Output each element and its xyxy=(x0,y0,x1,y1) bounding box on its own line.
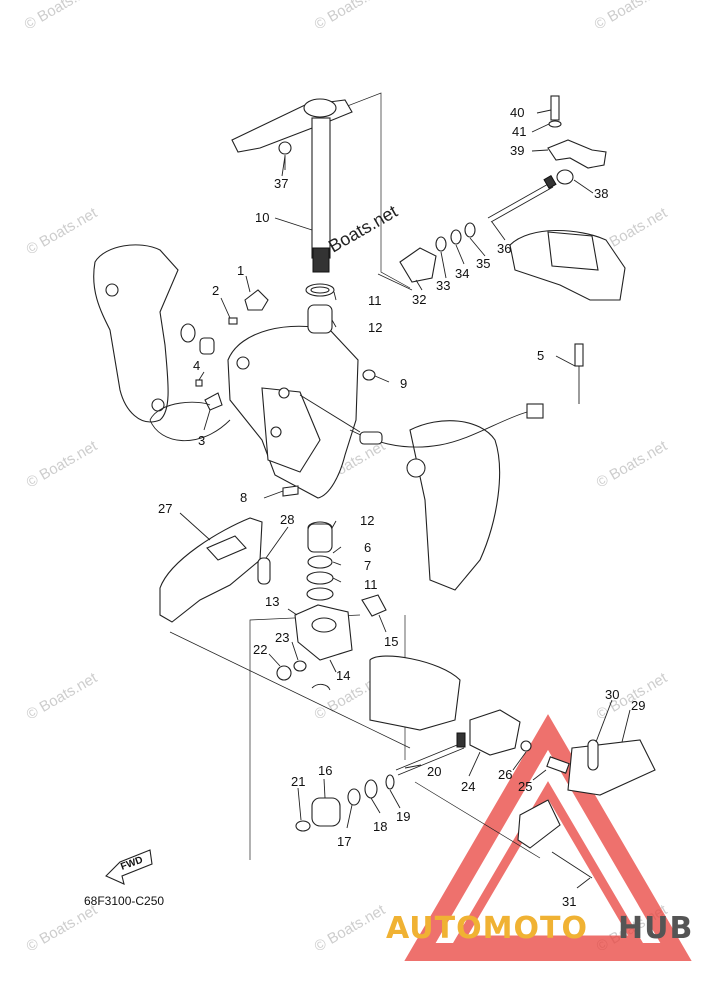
callout-11-lower: 11 xyxy=(364,577,378,592)
callout-15: 15 xyxy=(384,634,398,649)
callout-14: 14 xyxy=(336,668,350,683)
leader-lines xyxy=(179,109,631,889)
callout-26: 26 xyxy=(498,767,512,782)
callout-28: 28 xyxy=(280,512,294,527)
watermark: © Boats.net xyxy=(24,901,101,955)
callout-18: 18 xyxy=(373,819,387,834)
callout-29: 29 xyxy=(631,698,645,713)
callout-8: 8 xyxy=(240,490,247,505)
watermark: © Boats.net xyxy=(312,901,389,955)
callout-41: 41 xyxy=(512,124,526,139)
callout-22: 22 xyxy=(253,642,267,657)
callout-31: 31 xyxy=(562,894,576,909)
callout-30: 30 xyxy=(605,687,619,702)
center-watermark: Boats.net xyxy=(325,201,401,256)
callout-17: 17 xyxy=(337,834,351,849)
fwd-arrow-icon: FWD xyxy=(105,849,153,885)
lower-parts xyxy=(159,517,656,879)
callout-37: 37 xyxy=(274,176,288,191)
callout-38: 38 xyxy=(594,186,608,201)
callout-3: 3 xyxy=(198,433,205,448)
watermark: © Boats.net xyxy=(24,204,101,258)
callout-35: 35 xyxy=(476,256,490,271)
steering-shaft xyxy=(231,98,353,273)
tilt-parts xyxy=(399,95,607,283)
callout-32: 32 xyxy=(412,292,426,307)
callout-11: 11 xyxy=(368,293,382,308)
watermark: © Boats.net xyxy=(312,0,389,33)
callout-5: 5 xyxy=(537,348,544,363)
brand-part2: HUB xyxy=(618,911,693,946)
callout-16: 16 xyxy=(318,763,332,778)
callout-19: 19 xyxy=(396,809,410,824)
watermark: © Boats.net xyxy=(24,669,101,723)
callout-21: 21 xyxy=(291,774,305,789)
brand-part1: AUTOMOTO xyxy=(386,911,588,946)
watermark: © Boats.net xyxy=(594,437,671,491)
callout-1: 1 xyxy=(237,263,244,278)
callout-33: 33 xyxy=(436,278,450,293)
watermark: © Boats.net xyxy=(24,437,101,491)
callout-6: 6 xyxy=(364,540,371,555)
callout-20: 20 xyxy=(427,764,441,779)
callout-24: 24 xyxy=(461,779,475,794)
callout-27: 27 xyxy=(158,501,172,516)
callout-12: 12 xyxy=(368,320,382,335)
swivel-bracket xyxy=(93,244,359,499)
callout-34: 34 xyxy=(455,266,469,281)
diagram-code: 68F3100-C250 xyxy=(84,894,164,908)
callout-13: 13 xyxy=(265,594,279,609)
watermark: © Boats.net xyxy=(22,0,99,33)
bushings xyxy=(305,283,335,601)
callout-23: 23 xyxy=(275,630,289,645)
callouts: 1 2 3 4 5 6 7 8 9 10 11 12 13 14 15 16 1… xyxy=(158,105,645,909)
brand-logo: AUTOMOTO HUB xyxy=(386,911,693,946)
callout-2: 2 xyxy=(212,283,219,298)
callout-7: 7 xyxy=(364,558,371,573)
callout-4: 4 xyxy=(193,358,200,373)
callout-36: 36 xyxy=(497,241,511,256)
watermark: © Boats.net xyxy=(592,0,669,33)
callout-9: 9 xyxy=(400,376,407,391)
small-hardware xyxy=(149,289,584,497)
callout-10: 10 xyxy=(255,210,269,225)
brand-triangle xyxy=(404,714,692,961)
callout-12-lower: 12 xyxy=(360,513,374,528)
callout-40: 40 xyxy=(510,105,524,120)
clamp-bracket xyxy=(406,229,626,591)
callout-25: 25 xyxy=(518,779,532,794)
callout-39: 39 xyxy=(510,143,524,158)
